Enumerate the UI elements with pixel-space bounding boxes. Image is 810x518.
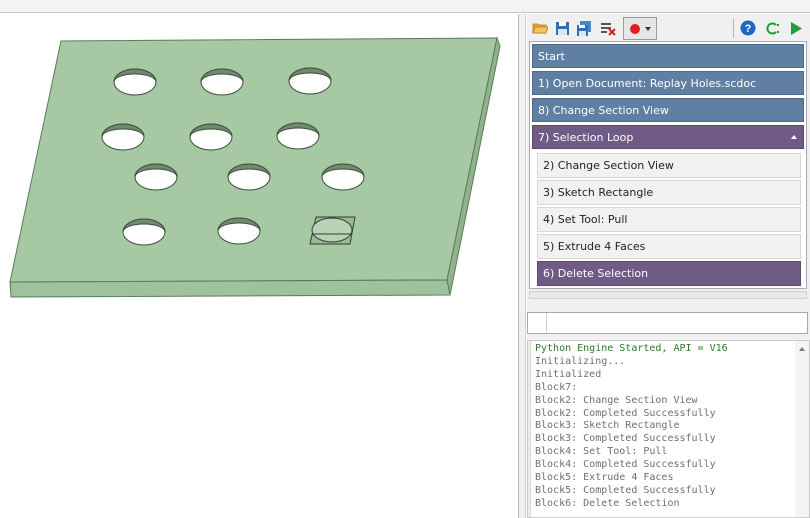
script-panel: ? Start 1) Open Document: Replay Holes.s… <box>527 14 810 518</box>
open-folder-icon[interactable] <box>529 17 551 39</box>
refresh-icon[interactable] <box>761 17 783 39</box>
console-line: Block6: Delete Selection <box>535 497 680 509</box>
holes <box>101 67 365 246</box>
step-label: 5) Extrude 4 Faces <box>543 240 646 253</box>
script-toolbar: ? <box>527 16 810 42</box>
hole[interactable] <box>134 163 178 191</box>
save-icon[interactable] <box>551 17 573 39</box>
plate-model[interactable] <box>0 14 519 518</box>
hole[interactable] <box>276 122 320 150</box>
hole[interactable] <box>200 68 244 96</box>
3d-viewport[interactable] <box>0 14 519 518</box>
steps-horizontal-scrollbar[interactable] <box>529 291 807 299</box>
record-icon <box>629 23 640 34</box>
console-line: Block5: Completed Successfully <box>535 484 716 496</box>
step-change-section-view[interactable]: 8) Change Section View <box>532 98 804 122</box>
save-as-icon[interactable] <box>573 17 595 39</box>
step-label: 1) Open Document: Replay Holes.scdoc <box>538 77 757 90</box>
chevron-down-icon <box>644 26 651 31</box>
loop-step[interactable]: 2) Change Section View <box>537 153 801 178</box>
loop-step[interactable]: 5) Extrude 4 Faces <box>537 234 801 259</box>
console-vertical-scrollbar[interactable] <box>795 341 809 517</box>
plate-front-face[interactable] <box>9 279 451 298</box>
console-lines: Python Engine Started, API = V16 Initial… <box>535 343 790 511</box>
hole[interactable] <box>217 217 261 245</box>
panel-splitter[interactable] <box>519 14 526 518</box>
step-selection-loop[interactable]: 7) Selection Loop <box>532 125 804 149</box>
hole[interactable] <box>227 163 271 191</box>
clear-list-icon[interactable] <box>597 17 619 39</box>
step-open-document[interactable]: 1) Open Document: Replay Holes.scdoc <box>532 71 804 95</box>
console-line: Initialized <box>535 368 602 380</box>
help-icon[interactable]: ? <box>737 17 759 39</box>
step-label: 8) Change Section View <box>538 104 669 117</box>
step-label: 3) Sketch Rectangle <box>543 186 654 199</box>
console-line: Block3: Completed Successfully <box>535 433 716 445</box>
scroll-up-arrow-icon[interactable] <box>799 347 805 351</box>
step-label: Start <box>538 50 565 63</box>
console-line: Block2: Completed Successfully <box>535 407 716 419</box>
hole[interactable] <box>189 123 233 151</box>
hole[interactable] <box>288 67 332 95</box>
step-start[interactable]: Start <box>532 44 804 68</box>
console-line: Block3: Sketch Rectangle <box>535 420 680 432</box>
loop-step[interactable]: 3) Sketch Rectangle <box>537 180 801 205</box>
record-dropdown-button[interactable] <box>623 17 657 40</box>
step-label: 4) Set Tool: Pull <box>543 213 628 226</box>
command-input[interactable] <box>527 312 808 334</box>
hole[interactable] <box>122 218 166 246</box>
chevron-up-icon[interactable] <box>791 135 797 139</box>
sketch-rectangle[interactable] <box>309 216 356 245</box>
console-line: Block4: Completed Successfully <box>535 459 716 471</box>
step-label: 2) Change Section View <box>543 159 674 172</box>
hole[interactable] <box>101 123 145 151</box>
console-output[interactable]: Python Engine Started, API = V16 Initial… <box>527 340 810 518</box>
console-line: Block2: Change Section View <box>535 394 698 406</box>
svg-text:?: ? <box>745 23 752 35</box>
run-icon[interactable] <box>785 17 807 39</box>
loop-step[interactable]: 4) Set Tool: Pull <box>537 207 801 232</box>
console-gutter <box>528 341 531 517</box>
step-label: 7) Selection Loop <box>538 131 634 144</box>
console-line: Python Engine Started, API = V16 <box>535 343 728 354</box>
top-menu-strip <box>0 0 810 13</box>
hole[interactable] <box>113 68 157 96</box>
toolbar-divider <box>733 19 734 38</box>
loop-step-selected[interactable]: 6) Delete Selection <box>537 261 801 286</box>
plate-top-face[interactable] <box>9 37 498 283</box>
console-line: Block5: Extrude 4 Faces <box>535 472 674 484</box>
hole[interactable] <box>321 163 365 191</box>
step-label: 6) Delete Selection <box>543 267 649 280</box>
input-divider <box>546 313 547 333</box>
console-line: Block4: Set Tool: Pull <box>535 446 668 458</box>
console-line: Initializing... <box>535 355 626 367</box>
script-steps-list: Start 1) Open Document: Replay Holes.scd… <box>529 41 807 289</box>
console-line: Block7: <box>535 381 578 393</box>
